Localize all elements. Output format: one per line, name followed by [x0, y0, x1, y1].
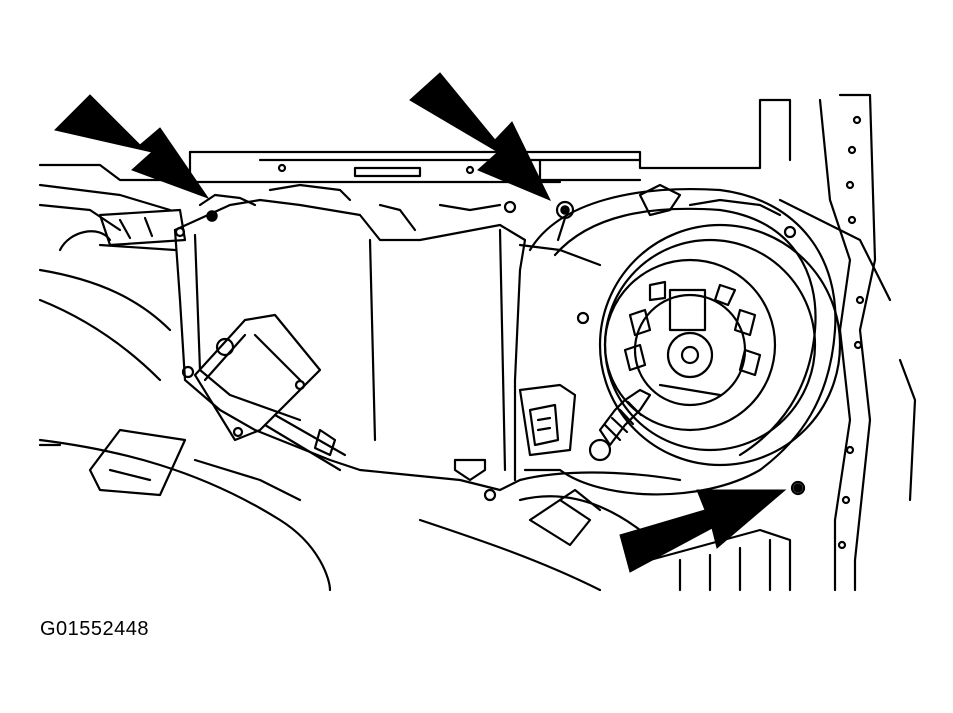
electrical-connector — [98, 200, 652, 462]
lower-wiring — [38, 428, 792, 592]
housing-nut-center — [560, 205, 570, 215]
blower-motor-housing — [518, 183, 842, 496]
housing-nut-left — [206, 210, 218, 222]
right-pillar — [778, 93, 917, 592]
figure-id: G01552448 — [40, 618, 150, 640]
actuator-motor — [193, 313, 347, 472]
arrow-lower-right — [619, 489, 787, 573]
blower-resistor — [518, 383, 577, 457]
housing-nut-right — [793, 483, 803, 493]
upper-dash-structure — [38, 98, 792, 232]
arrow-upper-center — [409, 72, 552, 201]
arrow-upper-left — [54, 94, 210, 200]
blower-motor-wheel — [603, 258, 777, 432]
